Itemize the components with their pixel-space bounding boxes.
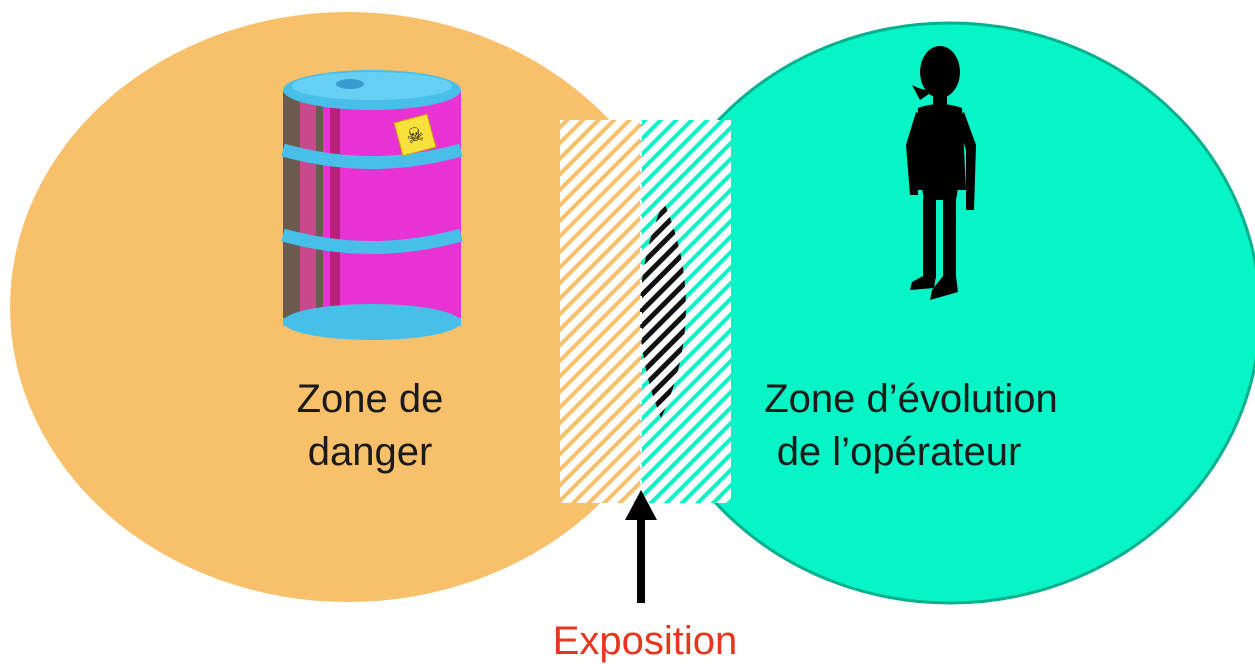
danger-zone-label-line2: danger <box>308 430 433 474</box>
operator-zone-label-line1: Zone d’évolution <box>764 377 1058 421</box>
exposure-label: Exposition <box>553 619 738 663</box>
exposure-arrow <box>625 490 657 603</box>
danger-zone-label-line1: Zone de <box>297 377 444 421</box>
operator-zone-label-line2: de l’opérateur <box>777 430 1022 474</box>
operator-figure-icon <box>906 46 976 300</box>
exposure-band <box>560 23 731 602</box>
toxic-barrel-icon: ☠ <box>281 70 463 340</box>
svg-text:☠: ☠ <box>403 121 427 149</box>
skull-label-icon: ☠ <box>393 113 437 157</box>
